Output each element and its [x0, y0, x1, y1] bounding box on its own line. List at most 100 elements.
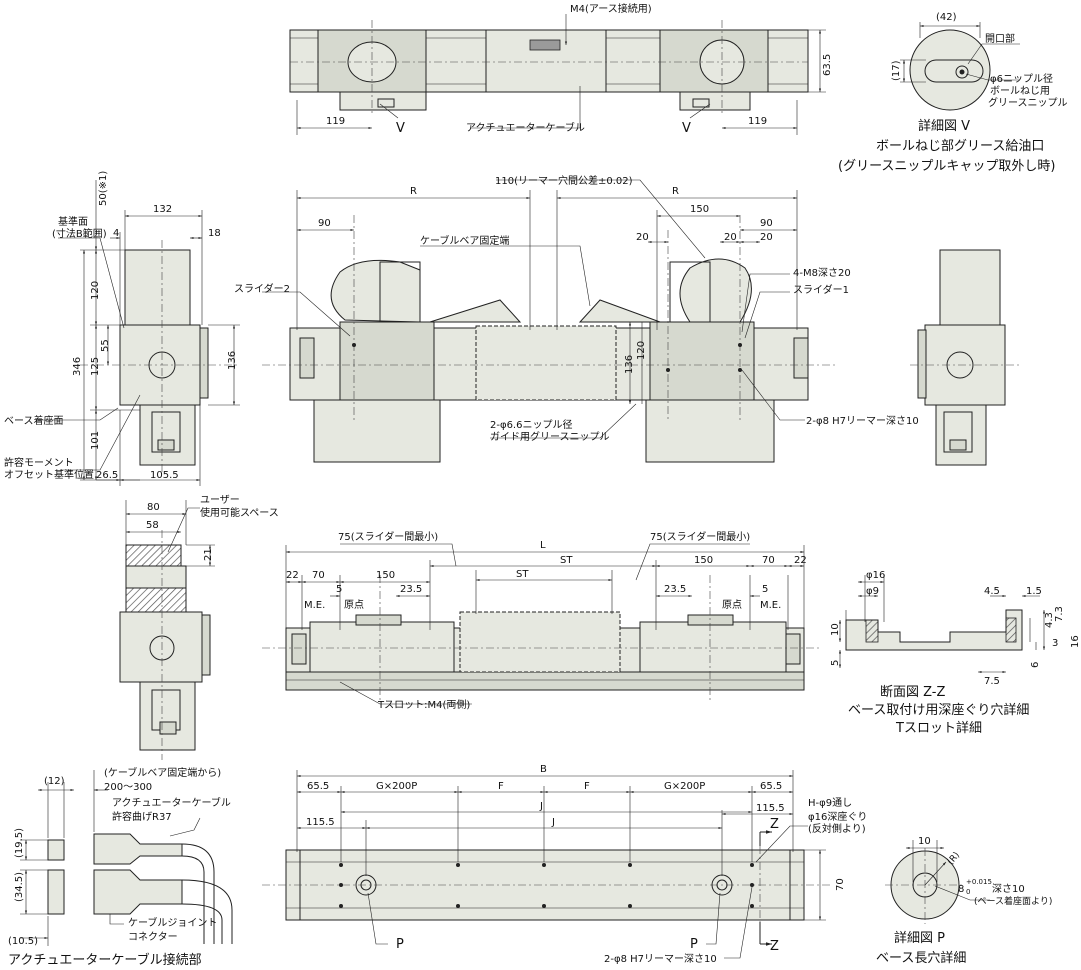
dim-g-left: G×200P	[376, 781, 417, 792]
dim-8-detail-p: 8	[958, 884, 964, 895]
detail-p	[885, 840, 990, 924]
v-marker-right: V	[682, 121, 691, 136]
slider-2-label: スライダー2	[234, 282, 290, 295]
dim-50: 50(※1)	[98, 171, 109, 206]
reamer-label-front: 2-φ8 H7リーマー深さ10	[806, 415, 919, 427]
dim-7-5: 7.5	[984, 676, 1000, 687]
dim-18: 18	[208, 228, 221, 239]
dim-4-3: 4.3	[1044, 612, 1055, 628]
p-marker-left: P	[396, 937, 404, 952]
dim-12: (12)	[44, 776, 65, 787]
dim-20-b: 20	[724, 232, 737, 243]
dim-65-5-left: 65.5	[307, 781, 329, 792]
dim-22-left: 22	[286, 570, 299, 581]
cable-conn-title: アクチュエーターケーブル接続部	[8, 952, 202, 968]
dim-4: 4	[113, 228, 119, 239]
dim-34-5: (34.5)	[14, 872, 25, 902]
dim-b: B	[540, 764, 547, 775]
dim-136-side: 136	[227, 351, 238, 370]
dim-70-bottom: 70	[835, 878, 846, 891]
detail-v-note: (グリースニップルキャップ取外し時)	[838, 159, 1056, 174]
dim-phi-9: φ9	[866, 586, 879, 597]
z-marker-bottom: Z	[770, 939, 779, 954]
tol-upper: +0.015	[966, 878, 992, 886]
side-view-left	[38, 180, 240, 486]
slider-1-label: スライダー1	[793, 283, 849, 296]
nipple-6-6-label: 2-φ6.6ニップル径	[490, 418, 572, 431]
base-ref-label: (ベース着座面より)	[974, 895, 1052, 907]
dim-119-right: 119	[748, 116, 767, 127]
section-zz-note: Tスロット詳細	[895, 720, 982, 736]
dim-26-5: 26.5	[96, 470, 118, 481]
dim-58: 58	[146, 520, 159, 531]
holes-label-2: φ16深座ぐり	[808, 810, 867, 823]
holes-label-1: H-φ9通し	[808, 797, 852, 809]
v-marker-left: V	[396, 121, 405, 136]
bend-label-1: アクチュエーターケーブル	[112, 796, 231, 809]
actuator-cable-label: アクチュエーターケーブル	[466, 121, 585, 134]
dim-63-5: 63.5	[822, 54, 833, 76]
dim-150-right: 150	[694, 555, 713, 566]
dim-23-5-right: 23.5	[664, 584, 686, 595]
detail-v	[900, 22, 1020, 111]
user-space-label-1: ユーザー	[200, 494, 240, 506]
dim-101: 101	[90, 431, 101, 450]
section-zz-title: 断面図 Z-Z	[880, 685, 946, 700]
holes-label-3: (反対側より)	[808, 822, 866, 835]
moment-label-2: オフセット基準位置	[4, 468, 94, 481]
cable-range-value: 200〜300	[104, 782, 152, 793]
dim-5-right: 5	[762, 584, 768, 595]
dim-7-3: 7.3	[1054, 606, 1065, 622]
dim-16-section: 16	[1070, 635, 1081, 648]
dim-4-5: 4.5	[984, 586, 1000, 597]
middle-view	[262, 543, 820, 705]
detail-v-subtitle: ボールねじ部グリース給油口	[876, 139, 1044, 154]
cable-range-label: (ケーブルベア固定端から)	[104, 766, 221, 779]
dim-r-right: R	[672, 186, 679, 197]
depth-label: 深さ10	[992, 883, 1025, 895]
dim-136-front: 136	[624, 355, 635, 374]
guide-nipple-label: ガイド用グリースニップル	[490, 430, 610, 443]
dim-119-left: 119	[326, 116, 345, 127]
dim-42: (42)	[936, 12, 957, 23]
ref-face-label: 基準面	[58, 215, 88, 228]
dim-70-right: 70	[762, 555, 775, 566]
dim-1-5: 1.5	[1026, 586, 1042, 597]
dim-3-section: 3	[1052, 638, 1058, 649]
dim-st-outer: ST	[560, 555, 573, 566]
z-marker-top: Z	[770, 817, 779, 832]
cable-connection	[20, 770, 233, 946]
dim-10-detail-p: 10	[918, 836, 931, 847]
dim-150-left: 150	[376, 570, 395, 581]
dim-65-5-right: 65.5	[760, 781, 782, 792]
origin-left-label: 原点	[344, 599, 364, 611]
dim-f-left: F	[498, 781, 504, 792]
dim-f-right: F	[584, 781, 590, 792]
dim-19-5: (19.5)	[14, 828, 25, 858]
dim-5-section: 5	[830, 660, 841, 666]
dim-55: 55	[100, 339, 111, 352]
base-face-label: ベース着座面	[4, 414, 64, 427]
nipple-label-3: グリースニップル	[988, 96, 1068, 109]
dim-r-left: R	[410, 186, 417, 197]
moment-label-1: 許容モーメント	[4, 456, 74, 469]
min-gap-left-label: 75(スライダー間最小)	[338, 530, 438, 543]
dim-20-c: 20	[760, 232, 773, 243]
dim-90-left: 90	[318, 218, 331, 229]
dim-110-reamer: 110(リーマー穴間公差±0.02)	[495, 174, 633, 187]
dim-150-front: 150	[690, 204, 709, 215]
reamer-label-bottom: 2-φ8 H7リーマー深さ10	[604, 953, 717, 965]
dim-125: 125	[90, 357, 101, 376]
dim-120-front: 120	[636, 341, 647, 360]
section-zz-subtitle: ベース取付け用深座ぐり穴詳細	[848, 702, 1029, 718]
joint-label-2: コネクター	[128, 931, 178, 943]
me-left-label: M.E.	[304, 600, 325, 611]
dim-6-section: 6	[1030, 662, 1041, 668]
front-view	[262, 179, 835, 463]
nipple-label-2: ボールねじ用	[990, 85, 1050, 97]
dim-g-right: G×200P	[664, 781, 705, 792]
dim-phi-16: φ16	[866, 570, 885, 581]
dim-115-5-left: 115.5	[306, 817, 335, 828]
dim-132: 132	[153, 204, 172, 215]
